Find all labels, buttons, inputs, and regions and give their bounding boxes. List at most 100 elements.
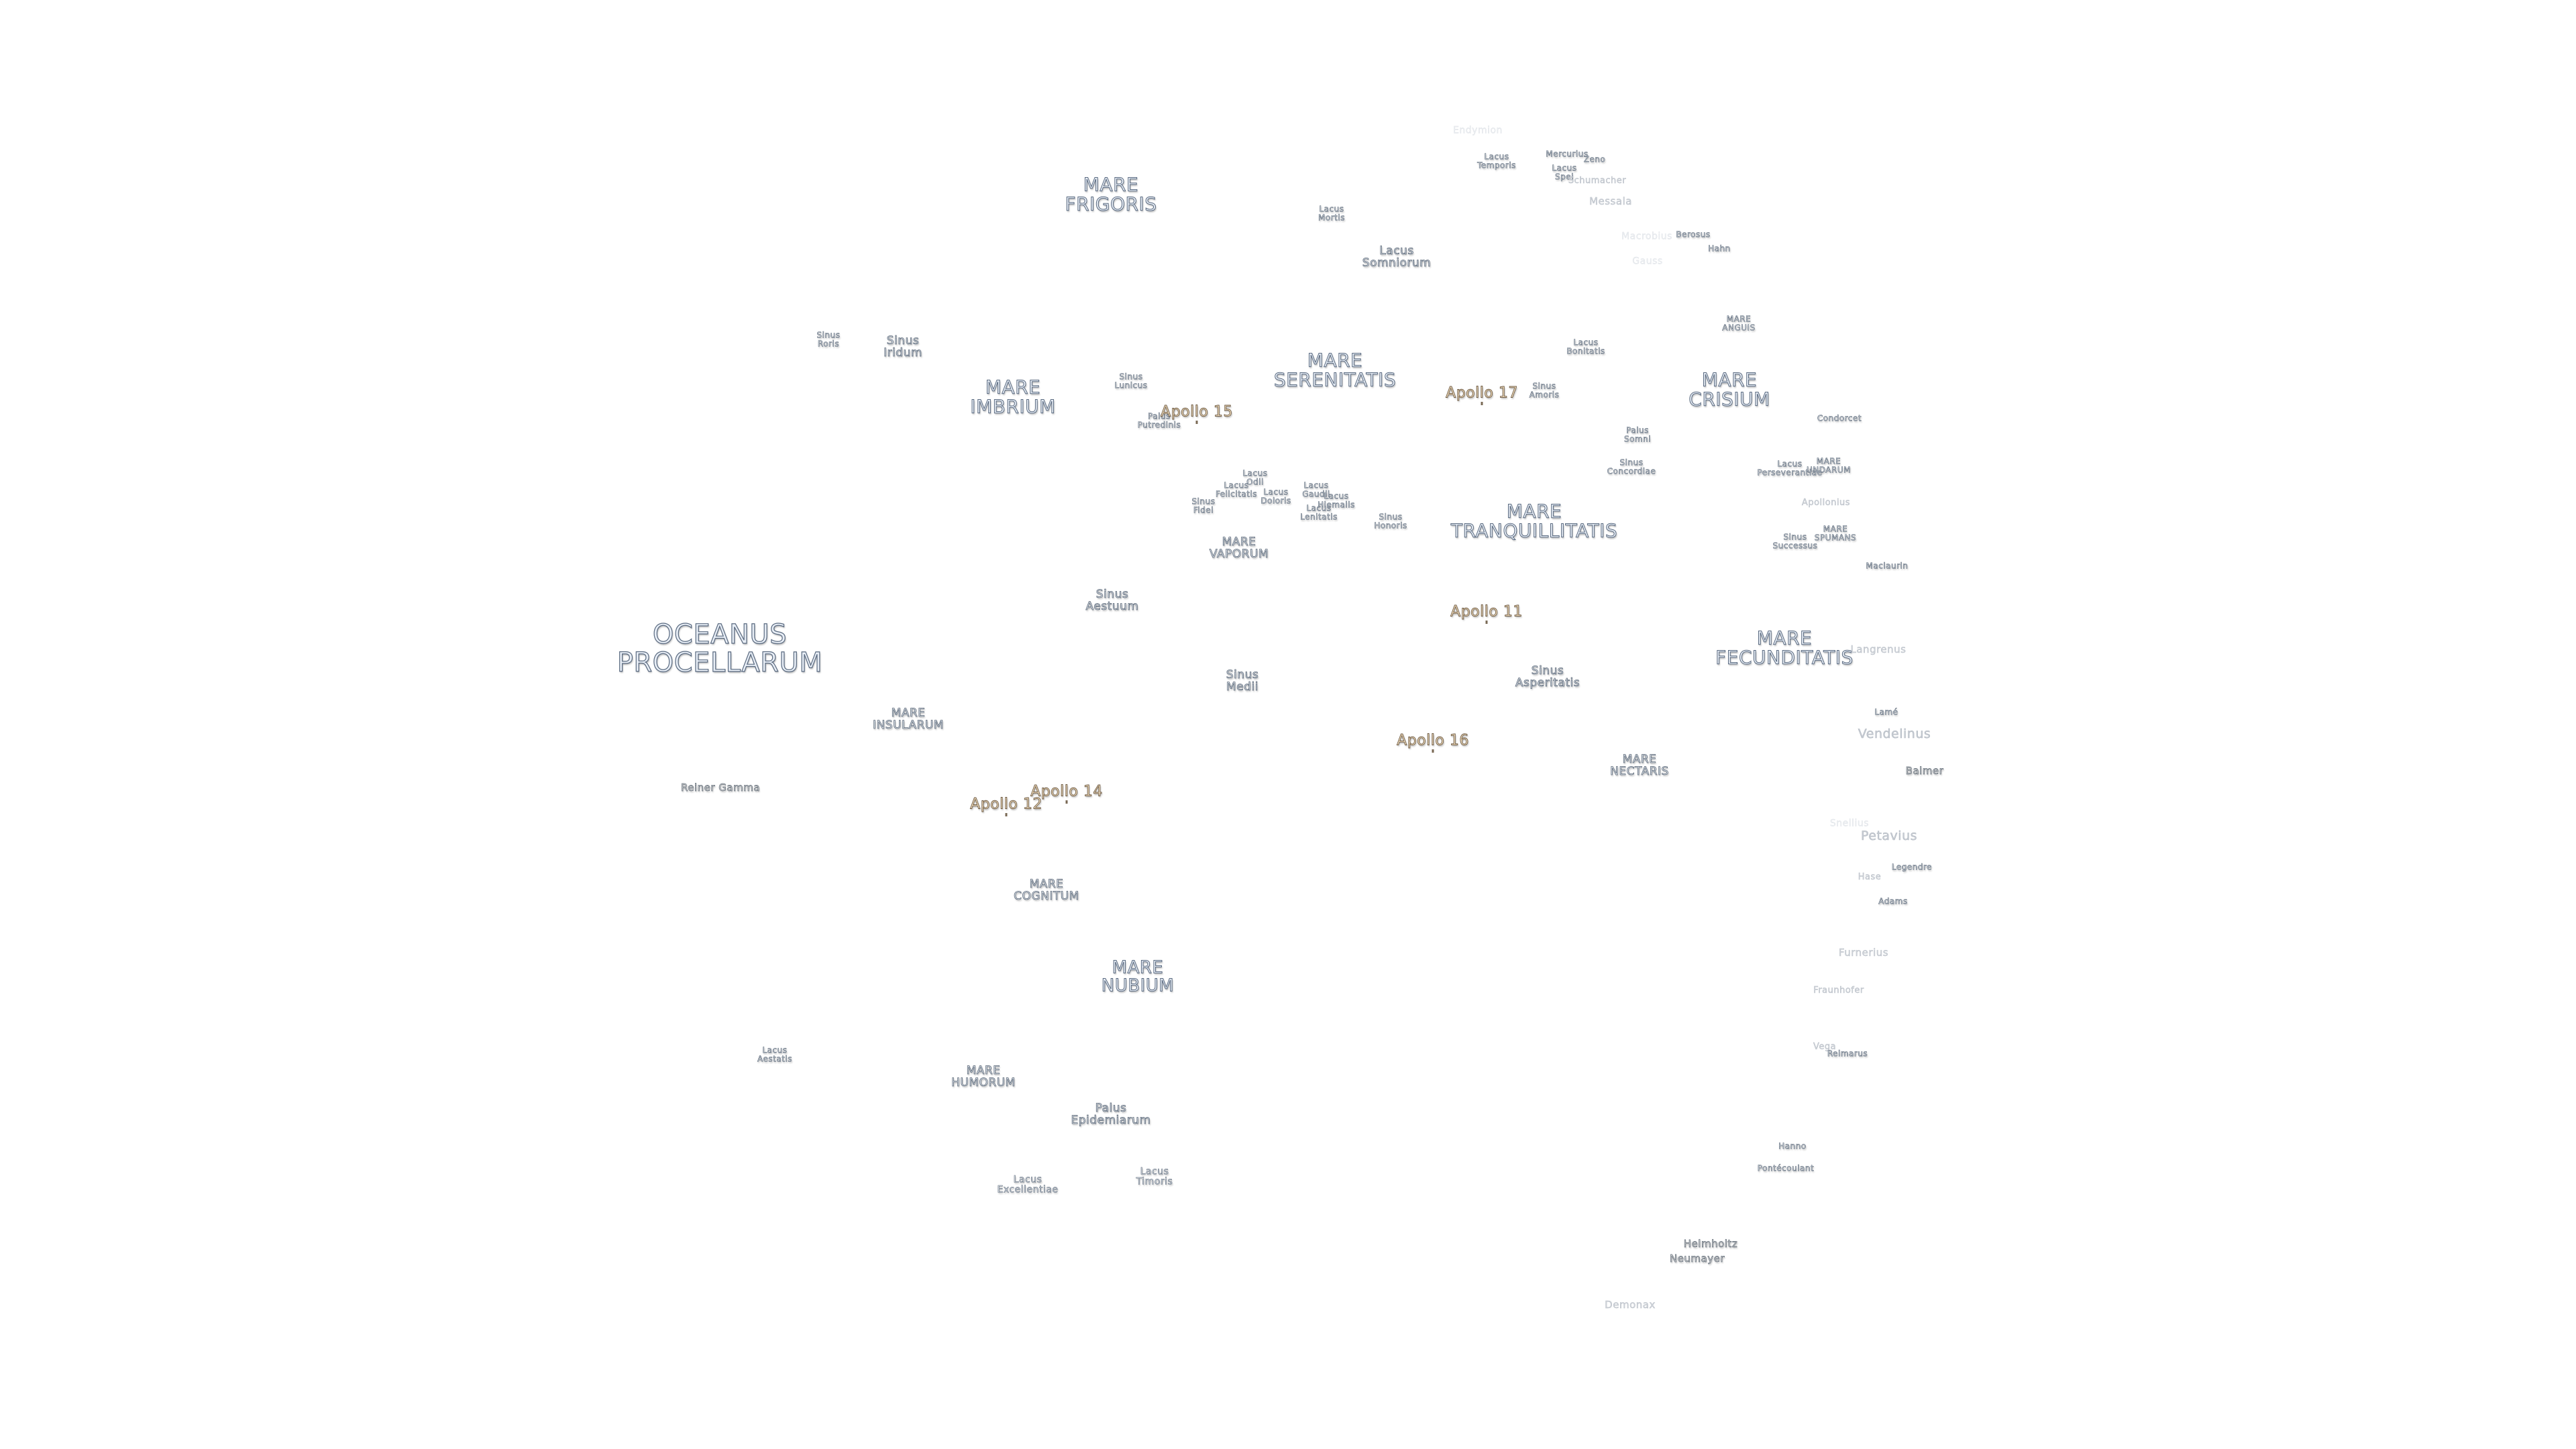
label-line: Gauss xyxy=(1632,256,1663,267)
label-line: Balmer xyxy=(1905,765,1944,777)
label-line: ANGUIS xyxy=(1722,323,1756,332)
label-line: Somniorum xyxy=(1362,256,1432,270)
label-line: Endymion xyxy=(1453,125,1503,136)
label-line: Maclaurin xyxy=(1866,561,1909,571)
label-line: Roris xyxy=(817,339,840,348)
landing-site-apollo-16[interactable]: Apollo 16 xyxy=(1397,732,1469,749)
label-line: HUMORUM xyxy=(951,1076,1016,1089)
landing-site-apollo-14[interactable]: Apollo 14 xyxy=(1030,783,1103,800)
label-maclaurin: Maclaurin xyxy=(1866,561,1909,571)
label-line: Gaudii xyxy=(1302,489,1330,498)
label-line: Neumayer xyxy=(1669,1252,1725,1265)
label-line: MARE xyxy=(985,376,1041,398)
label-line: Somni xyxy=(1623,434,1652,443)
label-line: Felicitatis xyxy=(1215,489,1258,498)
label-line: VAPORUM xyxy=(1209,547,1269,561)
label-line: MARE xyxy=(1816,456,1841,466)
label-line: Concordiae xyxy=(1607,466,1656,476)
label-vendelinus: Vendelinus xyxy=(1858,727,1931,742)
label-line: NUBIUM xyxy=(1101,976,1175,996)
label-line: MARE xyxy=(1756,627,1813,649)
label-line: UNDARUM xyxy=(1807,465,1851,474)
label-schumacher: Schumacher xyxy=(1568,176,1626,186)
label-line: Schumacher xyxy=(1568,176,1627,186)
label-line: Langrenus xyxy=(1850,643,1907,656)
label-line: Sinus xyxy=(1619,458,1644,468)
label-pontecoulant: Pontécoulant xyxy=(1758,1164,1814,1173)
label-vega: Vega xyxy=(1813,1042,1836,1052)
landing-site-apollo-11[interactable]: Apollo 11 xyxy=(1450,603,1523,621)
label-line: Lacus xyxy=(1303,480,1329,490)
landing-marker-icon xyxy=(1005,813,1008,816)
landing-site-apollo-15[interactable]: Apollo 15 xyxy=(1161,403,1233,421)
label-line: OCEANUS xyxy=(652,619,788,650)
label-line: Sinus xyxy=(1532,381,1556,391)
label-line: Aestatis xyxy=(757,1054,792,1063)
label-hanno: Hanno xyxy=(1778,1142,1807,1151)
label-line: Successus xyxy=(1772,541,1818,550)
label-line: Demonax xyxy=(1605,1299,1656,1311)
label-fraunhofer: Fraunhofer xyxy=(1813,986,1864,996)
label-line: Macrobius xyxy=(1621,231,1672,242)
label-line: Spei xyxy=(1555,172,1574,181)
label-line: Mercurius xyxy=(1546,149,1589,159)
label-line: Vega xyxy=(1813,1042,1837,1053)
label-line: Doloris xyxy=(1260,496,1291,505)
label-line: Helmholtz xyxy=(1683,1238,1738,1250)
label-line: INSULARUM xyxy=(873,718,944,732)
label-line: MARE xyxy=(966,1064,1001,1078)
label-line: Sinus xyxy=(886,334,920,348)
label-line: Hase xyxy=(1858,872,1882,883)
label-line: Asperitatis xyxy=(1515,676,1580,690)
label-line: Aestuum xyxy=(1085,600,1139,613)
label-line: Palus xyxy=(1148,411,1171,421)
landing-site-apollo-12[interactable]: Apollo 12 xyxy=(970,796,1042,813)
label-furnerius: Furnerius xyxy=(1839,947,1888,959)
landing-marker-icon xyxy=(1485,621,1488,624)
label-line: Sinus xyxy=(1379,512,1403,522)
label-line: Perseverantiae xyxy=(1757,468,1823,477)
label-line: PROCELLARUM xyxy=(616,647,823,678)
label-line: Legendre xyxy=(1891,862,1933,872)
label-line: Petavius xyxy=(1860,828,1918,844)
label-line: Mortis xyxy=(1318,213,1345,222)
label-line: Vendelinus xyxy=(1858,727,1931,742)
label-line: MARE xyxy=(1112,957,1164,978)
label-zeno: Zeno xyxy=(1583,155,1606,164)
label-line: Lacus xyxy=(1484,152,1509,162)
label-line: Hahn xyxy=(1708,244,1731,254)
landing-marker-icon xyxy=(1195,421,1198,424)
landing-site-apollo-17[interactable]: Apollo 17 xyxy=(1446,384,1518,402)
label-line: Lacus xyxy=(1263,487,1289,497)
label-line: Reimarus xyxy=(1827,1049,1868,1059)
label-line: Sinus xyxy=(1783,532,1807,542)
label-line: FRIGORIS xyxy=(1065,193,1157,215)
label-line: Messala xyxy=(1589,195,1632,208)
label-line: Sinus xyxy=(1226,668,1259,682)
label-line: TRANQUILLITATIS xyxy=(1450,520,1618,542)
label-line: Condorcet xyxy=(1817,413,1862,423)
label-line: Fidei xyxy=(1193,505,1214,515)
